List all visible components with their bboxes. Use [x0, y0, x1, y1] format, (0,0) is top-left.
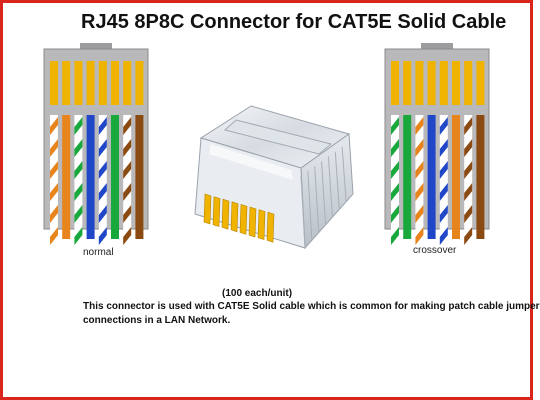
wire-blue-white	[439, 115, 448, 245]
wire-orange	[452, 115, 460, 239]
wire-green	[403, 115, 412, 239]
gold-contact	[427, 61, 436, 105]
wire-blue	[427, 115, 436, 239]
wire-brown-white	[464, 115, 473, 245]
gold-contact	[135, 61, 144, 105]
gold-contact	[50, 61, 58, 105]
gold-contact	[439, 61, 448, 105]
connector-gold-pin	[257, 209, 266, 241]
wire-blue-white	[98, 115, 107, 245]
wire-green	[111, 115, 119, 239]
connector-gold-pin	[212, 196, 221, 228]
wire-brown	[135, 115, 144, 239]
description-text: This connector is used with CAT5E Solid …	[83, 300, 540, 328]
wire-orange-white	[415, 115, 424, 245]
gold-contact	[391, 61, 399, 105]
plug-latch	[80, 43, 112, 50]
gold-contact	[111, 61, 119, 105]
connector-gold-pin	[266, 211, 275, 243]
connector-gold-pin	[221, 198, 230, 230]
wire-green-white	[391, 115, 399, 245]
wire-orange-white	[50, 115, 58, 245]
gold-contact	[86, 61, 95, 105]
gold-contact	[452, 61, 460, 105]
connector-gold-pin	[239, 203, 248, 235]
rj45-connector-image	[194, 105, 354, 250]
price-text: (100 each/unit)	[222, 288, 293, 299]
gold-contact	[415, 61, 424, 105]
plug-body	[384, 48, 490, 230]
normal-wiring-plug	[43, 43, 149, 245]
gold-contact	[74, 61, 83, 105]
connector-gold-pin	[203, 193, 212, 225]
plug-body	[43, 48, 149, 230]
wire-blue	[86, 115, 95, 239]
gold-contact	[98, 61, 107, 105]
description-line: connections in a LAN Network.	[83, 315, 231, 326]
gold-contact	[62, 61, 71, 105]
gold-contact	[476, 61, 485, 105]
wire-green-white	[74, 115, 83, 245]
wire-orange	[62, 115, 71, 239]
gold-contact	[403, 61, 412, 105]
connector-latch	[223, 119, 333, 155]
connector-gold-pin	[230, 201, 239, 233]
gold-contact	[123, 61, 132, 105]
crossover-wiring-plug	[384, 43, 490, 245]
description-line: This connector is used with CAT5E Solid …	[83, 301, 540, 312]
diagram-title: RJ45 8P8C Connector for CAT5E Solid Cabl…	[81, 11, 507, 33]
plug-latch	[421, 43, 453, 50]
gold-contact	[464, 61, 473, 105]
wire-brown	[476, 115, 485, 239]
wire-brown-white	[123, 115, 132, 245]
normal-label: normal	[83, 247, 114, 258]
crossover-label: crossover	[413, 245, 457, 256]
connector-gold-pin	[248, 206, 257, 238]
